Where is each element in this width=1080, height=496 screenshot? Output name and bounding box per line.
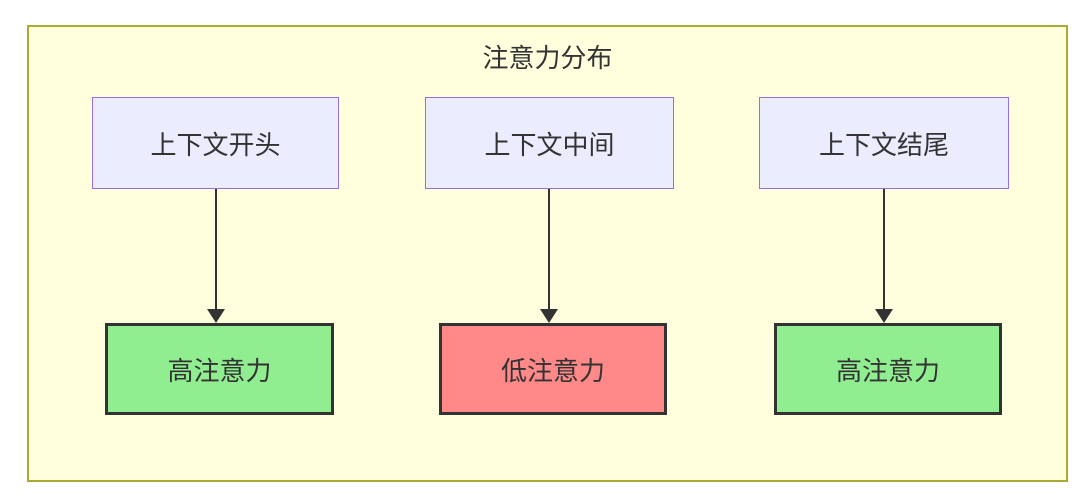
arrow-head-icon — [540, 309, 558, 323]
node-context-middle: 上下文中间 — [425, 97, 674, 189]
node-high-attention-right: 高注意力 — [774, 323, 1002, 415]
arrow-head-icon — [875, 309, 893, 323]
node-context-beginning: 上下文开头 — [92, 97, 339, 189]
edge-arrow-middle — [540, 189, 558, 323]
arrow-line — [883, 189, 885, 309]
edge-arrow-right — [875, 189, 893, 323]
node-high-attention-left: 高注意力 — [105, 323, 334, 415]
diagram-frame: 注意力分布 上下文开头 上下文中间 上下文结尾 高注意力 低注意力 高注意力 — [27, 25, 1068, 482]
node-context-end: 上下文结尾 — [759, 97, 1009, 189]
arrow-head-icon — [207, 309, 225, 323]
arrow-line — [548, 189, 550, 309]
diagram-title: 注意力分布 — [482, 44, 613, 74]
arrow-line — [215, 189, 217, 309]
node-low-attention-middle: 低注意力 — [439, 323, 667, 415]
edge-arrow-left — [207, 189, 225, 323]
